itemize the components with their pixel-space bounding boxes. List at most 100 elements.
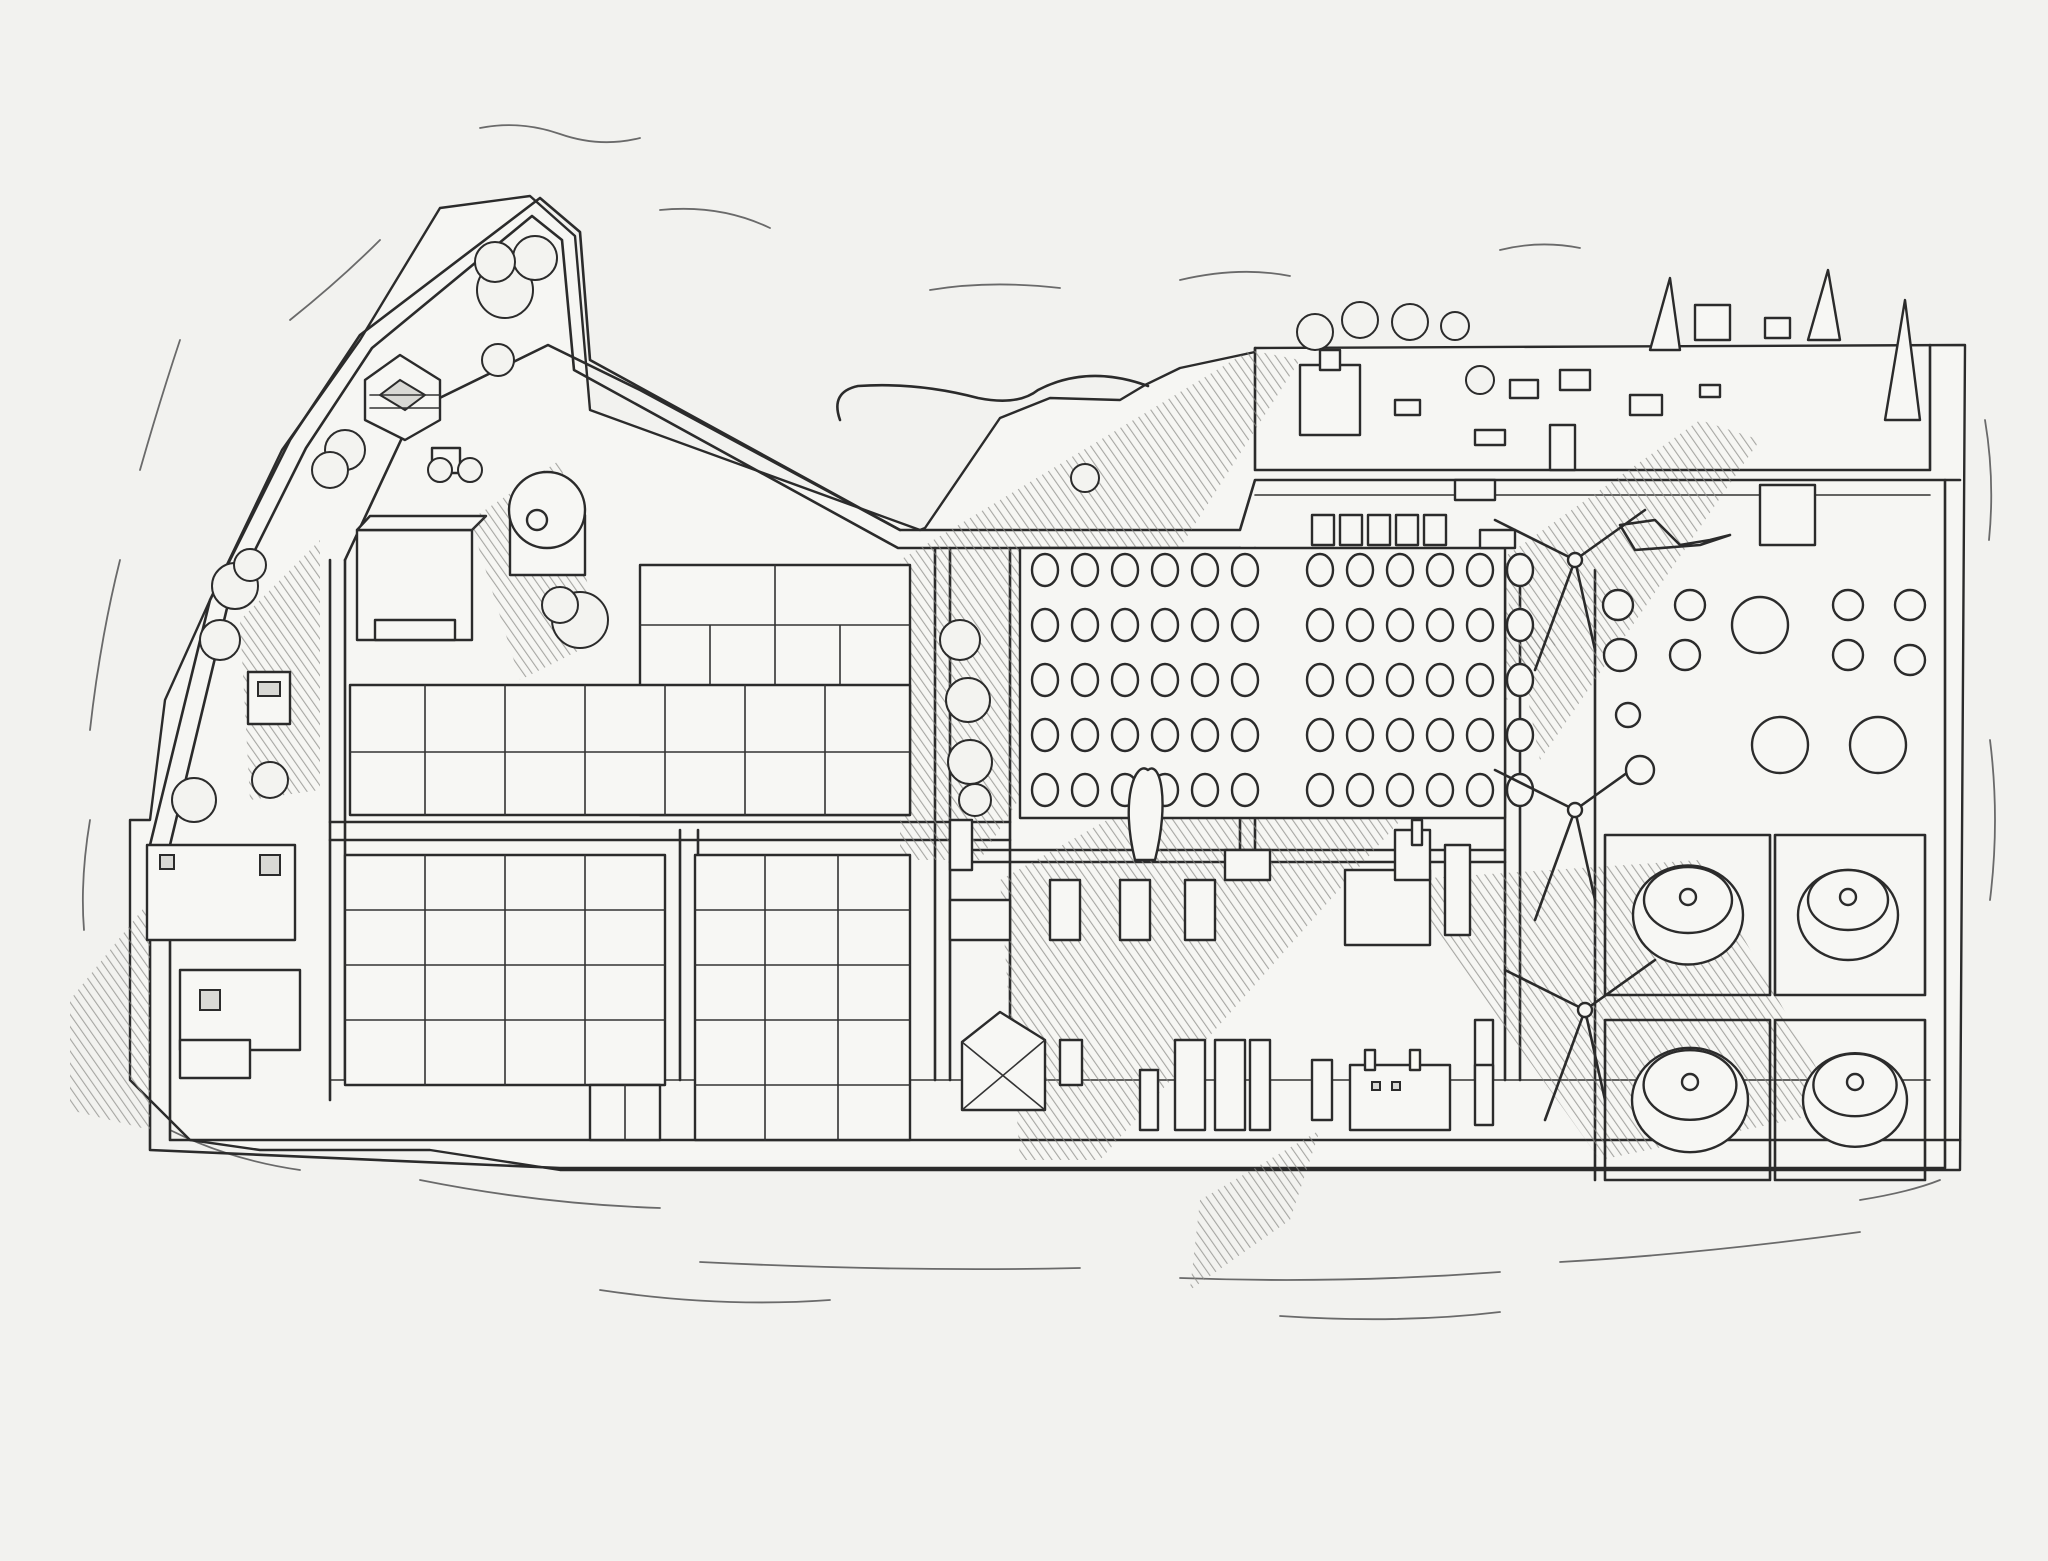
medium-tank — [1602, 637, 1638, 673]
turbine-hub — [1576, 1001, 1594, 1019]
small-tank — [1110, 717, 1140, 753]
small-tank — [1385, 717, 1415, 753]
small-tank — [1230, 607, 1260, 643]
solar-panel-fields — [343, 563, 912, 1142]
storage-tank-hatch — [1680, 1072, 1700, 1092]
small-tank — [1070, 717, 1100, 753]
small-tank — [1030, 772, 1060, 808]
small-tank — [1070, 662, 1100, 698]
small-tank — [1110, 662, 1140, 698]
small-tank — [1230, 552, 1260, 588]
small-tank — [1230, 717, 1260, 753]
small-tank — [1505, 662, 1535, 698]
small-tank — [1345, 662, 1375, 698]
turbine-tower — [1533, 808, 1577, 922]
small-tank — [1465, 552, 1495, 588]
small-tank — [1305, 552, 1335, 588]
workshop-area — [948, 767, 1495, 1132]
small-tank — [1030, 552, 1060, 588]
wind-turbine — [1493, 508, 1647, 672]
medium-tank — [1750, 715, 1810, 775]
solar-field-southwest — [343, 853, 667, 1087]
solar-field-southeast — [693, 853, 912, 1142]
small-tank — [1190, 552, 1220, 588]
small-tank — [1070, 607, 1100, 643]
turbine-hub — [1566, 801, 1584, 819]
chimney-stacks — [1648, 268, 1922, 422]
small-tank — [1190, 607, 1220, 643]
small-tank — [1425, 607, 1455, 643]
large-storage-tanks — [1603, 833, 1927, 1182]
small-tank-farm — [1018, 546, 1535, 820]
small-tank — [1425, 662, 1455, 698]
small-tank — [1505, 552, 1535, 588]
small-tank — [1190, 662, 1220, 698]
small-tank — [1230, 662, 1260, 698]
small-tank — [1190, 772, 1220, 808]
small-tank — [1425, 552, 1455, 588]
small-tank — [1305, 717, 1335, 753]
small-tank — [1385, 662, 1415, 698]
workshop-building — [1348, 1048, 1452, 1132]
small-tank — [1030, 717, 1060, 753]
small-tank — [1465, 662, 1495, 698]
small-tank — [1385, 552, 1415, 588]
trees — [171, 235, 1495, 823]
small-tank — [1345, 607, 1375, 643]
storage-tank-hatch — [1838, 887, 1858, 907]
small-tank — [1385, 772, 1415, 808]
small-tank — [1030, 662, 1060, 698]
solar-field-small — [588, 1083, 662, 1142]
turbine-blades — [1503, 958, 1657, 1102]
vehicles — [1310, 513, 1517, 550]
factory-building — [1343, 818, 1472, 947]
small-tank — [1030, 607, 1060, 643]
medium-tank — [1601, 588, 1635, 622]
dome-building — [507, 470, 587, 577]
small-tank — [1305, 607, 1335, 643]
small-tank — [1110, 552, 1140, 588]
medium-tank — [1730, 595, 1790, 655]
storage-tank-hatch — [1845, 1072, 1865, 1092]
wind-turbine — [1503, 958, 1657, 1122]
turbine-tower — [1533, 558, 1577, 672]
water-ripples — [81, 124, 1996, 1321]
medium-tank — [1831, 588, 1865, 622]
small-tank — [1150, 607, 1180, 643]
turbine-tower — [1543, 1008, 1587, 1122]
small-tank — [1150, 552, 1180, 588]
wind-turbine — [1493, 758, 1647, 922]
turbine-blades — [1493, 508, 1647, 652]
warehouse-b — [178, 968, 302, 1080]
small-tank — [1150, 662, 1180, 698]
medium-tank — [1673, 588, 1707, 622]
small-tank — [1070, 552, 1100, 588]
medium-tank — [1614, 701, 1642, 729]
medium-tank — [1893, 643, 1927, 677]
small-tank — [1425, 717, 1455, 753]
small-tank — [1345, 552, 1375, 588]
small-tank — [1465, 772, 1495, 808]
small-tank — [1425, 772, 1455, 808]
small-tank — [1345, 717, 1375, 753]
medium-tank — [1893, 588, 1927, 622]
small-tank — [1465, 607, 1495, 643]
medium-tank — [1831, 638, 1865, 672]
small-tank — [1385, 607, 1415, 643]
small-tank — [1150, 717, 1180, 753]
greenhouse — [960, 1010, 1047, 1112]
medium-tank — [1668, 638, 1702, 672]
wind-turbines — [1493, 508, 1657, 1122]
small-tank — [1230, 772, 1260, 808]
small-tank — [1345, 772, 1375, 808]
medium-tanks — [1601, 588, 1927, 786]
solar-field-central — [348, 683, 912, 817]
storage-tank-hatch — [1678, 887, 1698, 907]
office-tower — [363, 353, 442, 442]
small-tank — [1505, 717, 1535, 753]
loading-yard — [1298, 268, 1922, 552]
medium-tank — [1848, 715, 1908, 775]
small-tank — [1305, 772, 1335, 808]
